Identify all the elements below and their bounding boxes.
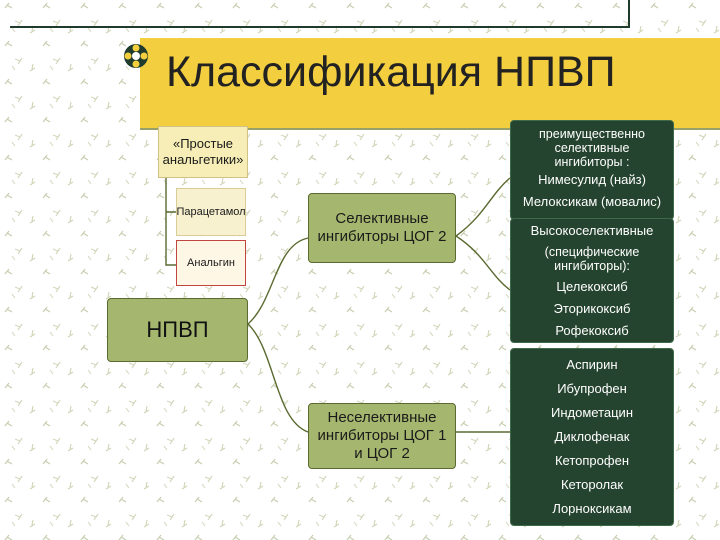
highly-selective-header: Высокоселективные (530, 222, 654, 238)
selective-box: Селективные ингибиторы ЦОГ 2 (308, 193, 456, 263)
drug-ketoprofen: Кетопрофен (554, 453, 629, 468)
root-npvp-box: НПВП (107, 298, 248, 362)
root-label: НПВП (146, 317, 209, 342)
selective-label: Селективные ингибиторы ЦОГ 2 (317, 210, 447, 245)
drug-ketorolac: Кеторолак (560, 477, 624, 492)
nonselective-box: Неселективные ингибиторы ЦОГ 1 и ЦОГ 2 (308, 403, 456, 469)
drug-lornoxicam: Лорноксикам (552, 501, 632, 516)
connector-selective-preferential (455, 177, 511, 237)
title-underline (140, 128, 720, 130)
drug-etoricoxib: Эторикоксиб (553, 300, 631, 316)
paracetamol-label: Парацетамол (176, 205, 246, 218)
highly-selective-subheader: (специфические ингибиторы): (544, 244, 640, 273)
drug-rofecoxib: Рофекоксиб (555, 322, 629, 338)
top-rule (10, 26, 630, 28)
nonselective-label: Неселективные ингибиторы ЦОГ 1 и ЦОГ 2 (317, 409, 447, 462)
simple-analgesics-box: «Простые анальгетики» (158, 126, 248, 178)
connector-root-selective (247, 237, 309, 325)
page-title: Классификация НПВП (166, 48, 616, 96)
top-rule-vertical (628, 0, 630, 28)
drug-diclofenac: Диклофенак (554, 429, 630, 444)
simple-analgesics-label: «Простые анальгетики» (162, 136, 244, 167)
nonselective-drugs-box: Аспирин Ибупрофен Индометацин Диклофенак… (510, 348, 674, 526)
flower-bullet-icon (124, 44, 148, 68)
connector-selective-highly (455, 235, 511, 291)
preferential-box: преимущественно селективные ингибиторы :… (510, 120, 674, 220)
connector-simple-tree (165, 177, 176, 266)
connector-root-nonselective (247, 323, 309, 433)
drug-meloxicam: Мелоксикам (мовалис) (522, 194, 662, 209)
paracetamol-box: Парацетамол (176, 188, 246, 236)
analgin-label: Анальгин (187, 257, 235, 269)
title-bar (140, 38, 720, 130)
drug-nimesulide: Нимесулид (найз) (538, 172, 646, 187)
drug-celecoxib: Целекоксиб (556, 278, 628, 294)
drug-indomethacin: Индометацин (551, 405, 633, 420)
preferential-header: преимущественно селективные ингибиторы : (539, 127, 645, 169)
drug-ibuprofen: Ибупрофен (557, 381, 627, 396)
drug-aspirin: Аспирин (566, 357, 618, 372)
highly-selective-box: Высокоселективные (специфические ингибит… (510, 218, 674, 343)
analgin-box: Анальгин (176, 240, 246, 286)
